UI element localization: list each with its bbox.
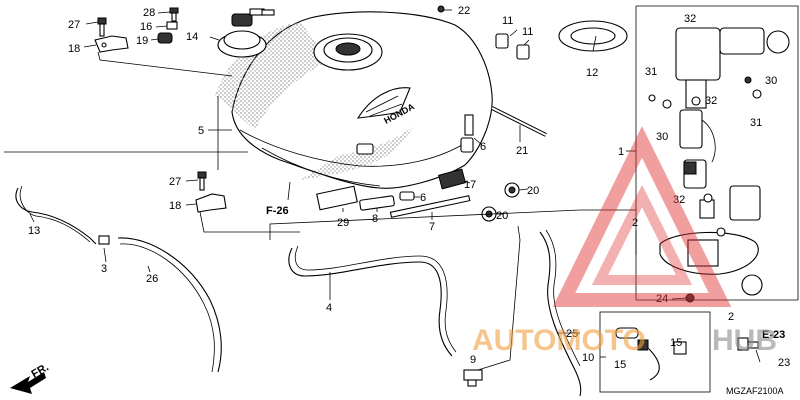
part-23 [737,337,759,351]
callout-31-a: 31 [645,66,657,78]
callout-15-b: 15 [670,337,682,349]
part-pad-17 [437,168,467,190]
callout-15-a: 15 [614,359,626,371]
callout-32-c: 32 [673,194,685,206]
part-rubber-6-b [399,191,415,201]
part-label-29 [316,185,358,211]
part-hose-26 [117,237,222,373]
callout-28: 28 [143,7,155,19]
part-ring-12 [558,20,628,52]
callout-18-lower: 18 [169,200,181,212]
part-connector-15 [615,327,687,381]
ref-f26: F-26 [266,205,289,217]
fr-arrow-label: FR. [30,361,51,380]
watermark: AUTOMOTO HUB [472,126,777,357]
callout-13: 13 [28,225,40,237]
part-11-a [495,33,509,49]
part-hose-4 [288,247,453,357]
callout-11-b: 11 [522,26,533,38]
fuel-tank: HONDA [215,11,493,189]
callout-18-top: 18 [68,43,80,55]
fuel-pump-group [648,27,790,296]
part-clip-3 [98,235,110,245]
callout-1: 1 [618,146,624,158]
callout-14: 14 [186,31,198,43]
callout-11-a: 11 [502,15,513,27]
callout-27-top: 27 [68,19,80,31]
callout-30-b: 30 [765,75,777,87]
callout-12: 12 [586,67,598,79]
callout-10: 10 [582,352,594,364]
callout-29: 29 [337,217,349,229]
subassembly-box-10 [599,311,711,393]
callout-26: 26 [146,273,158,285]
callout-30-a: 30 [656,131,668,143]
diagram-code: MGZAF2100A [726,386,784,396]
callout-4: 4 [326,302,332,314]
pump-group-frame [636,5,799,300]
ref-e23: E-23 [762,329,785,341]
part-bracket-18-top [94,35,129,53]
callout-32-b: 32 [705,95,717,107]
callout-31-b: 31 [750,117,762,129]
part-11-b [516,44,530,60]
watermark-text-right: HUB [712,324,777,357]
part-fuel-cap-14 [217,8,275,58]
callout-8: 8 [372,213,378,225]
part-bolt-27-top [97,17,107,37]
callout-2-b: 2 [728,311,734,323]
callout-6-b: 6 [420,192,426,204]
callout-6-a: 6 [480,141,486,153]
part-strip-7 [389,195,471,218]
callout-7: 7 [429,221,435,233]
part-bolt-27-lower [197,171,207,191]
callout-22: 22 [458,5,470,17]
callout-20-b: 20 [496,210,508,222]
part-cushion-19 [157,32,173,44]
callout-9: 9 [470,354,476,366]
watermark-triangle-outer [552,126,732,307]
callout-19: 19 [136,35,148,47]
callout-numbers: 27 18 28 16 19 14 5 27 18 13 3 26 4 22 1… [28,5,790,371]
callout-17: 17 [464,179,476,191]
callout-2-a: 2 [632,217,638,229]
part-hose-13 [15,187,97,245]
part-fitting-9 [463,369,483,387]
callout-27-lower: 27 [169,176,181,188]
callout-32-a: 32 [684,13,696,25]
callout-25: 25 [566,328,578,340]
watermark-triangle-inner [591,184,693,285]
callout-23: 23 [778,357,790,369]
part-hose-25 [539,231,582,397]
callout-3: 3 [101,263,107,275]
part-screw-28 [169,7,179,22]
callout-16: 16 [140,21,152,33]
fr-arrow: FR. [10,361,51,394]
part-bracket-18-lower [195,193,227,213]
leader-lines [4,9,761,371]
callout-20-a: 20 [527,185,539,197]
callout-21: 21 [516,145,528,157]
part-rubber-6-a [460,137,474,153]
watermark-text-left: AUTOMOTO [472,324,646,357]
callout-24: 24 [656,293,668,305]
part-washer-16 [166,21,178,30]
part-22 [437,5,445,13]
part-plate-8 [359,195,395,211]
callout-5: 5 [198,125,204,137]
